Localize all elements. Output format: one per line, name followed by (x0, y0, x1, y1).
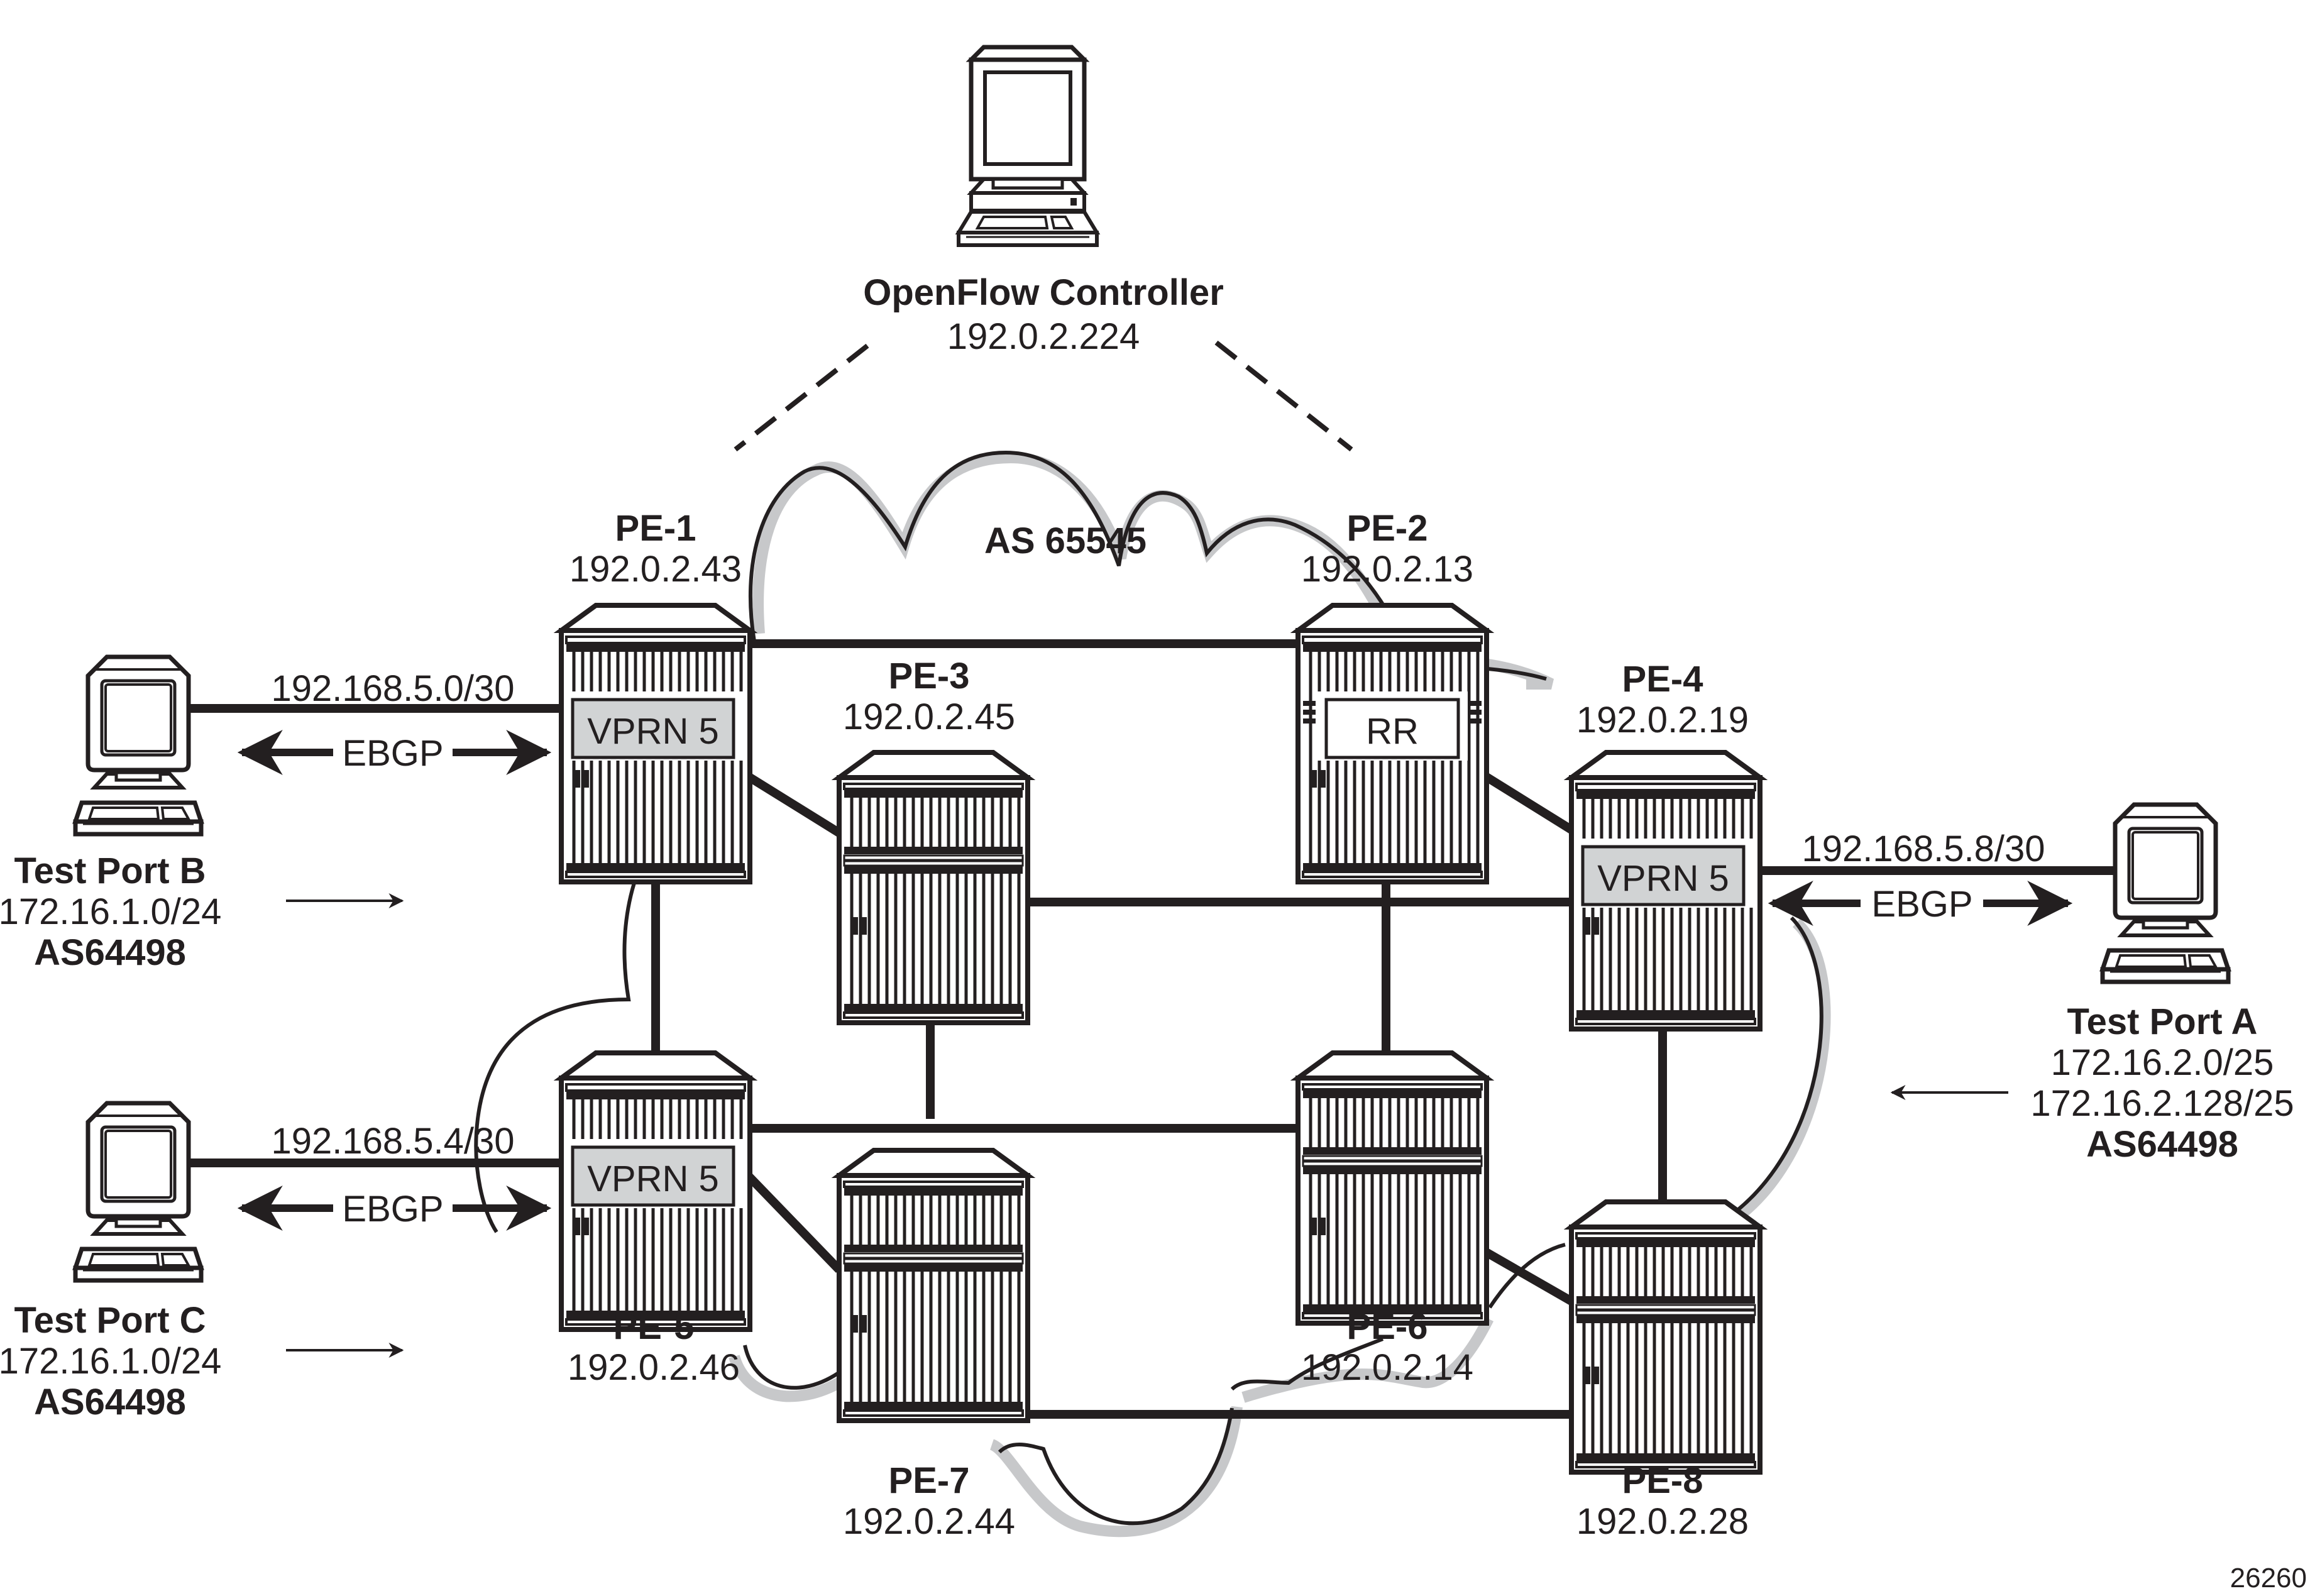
badge-label: VPRN 5 (587, 711, 719, 752)
router-ip-pe1: 192.0.2.43 (569, 549, 742, 590)
router-pe1[interactable]: VPRN 5 (561, 605, 750, 882)
cloud-label: AS 65545 (984, 520, 1147, 561)
router-pe6[interactable] (1298, 1053, 1487, 1323)
router-ip-pe4: 192.0.2.19 (1576, 700, 1749, 740)
router-ip-pe5: 192.0.2.46 (568, 1347, 740, 1388)
session-label: EBGP (1871, 884, 1972, 925)
workstation-icon (2103, 805, 2228, 982)
session-label: EBGP (342, 1189, 443, 1230)
controller-name: OpenFlow Controller (863, 272, 1224, 313)
router-name-pe2: PE-2 (1347, 508, 1428, 549)
vprn-badge (571, 698, 735, 759)
links (651, 639, 1667, 1419)
router-pe8[interactable] (1571, 1202, 1760, 1472)
test-port-as: AS64498 (2086, 1124, 2238, 1165)
router-name-pe5: PE-5 (613, 1306, 695, 1347)
link-pe2-pe4 (1476, 768, 1574, 834)
router-name-pe4: PE-4 (1622, 659, 1703, 700)
badge-label: RR (1366, 711, 1419, 752)
router-ip-pe3: 192.0.2.45 (843, 696, 1015, 737)
test-port-name: Test Port B (14, 850, 206, 891)
vprn-badge (1581, 845, 1746, 906)
router-ip-pe8: 192.0.2.28 (1576, 1501, 1749, 1542)
router-pe5[interactable]: VPRN 5 (561, 1053, 750, 1329)
desktop-computer-icon (959, 47, 1097, 245)
workstation-icon (75, 657, 201, 834)
router-pe7[interactable] (839, 1150, 1028, 1421)
cloud-outline (748, 450, 1416, 668)
test-port-as: AS64498 (34, 932, 186, 973)
subnet-label: 192.168.5.0/30 (271, 668, 514, 709)
figure-id: 26260 (2230, 1563, 2307, 1593)
badge-label: VPRN 5 (1597, 858, 1729, 899)
as-cloud (474, 450, 1831, 1538)
router-ip-pe2: 192.0.2.13 (1301, 549, 1473, 590)
vprn-badge (571, 1145, 735, 1207)
workstation-icon (75, 1103, 201, 1280)
rr-badge (1324, 698, 1460, 759)
openflow-controller[interactable]: OpenFlow Controller 192.0.2.224 (863, 47, 1224, 357)
test-port-b[interactable]: 192.168.5.0/30 EBGP Test Port B 172.16.1… (0, 657, 561, 973)
router-name-pe8: PE-8 (1622, 1460, 1703, 1501)
link-pe5-pe7 (744, 1172, 843, 1273)
router-pe4[interactable]: VPRN 5 (1571, 752, 1760, 1029)
router-pe3[interactable] (839, 752, 1028, 1023)
test-port-name: Test Port A (2067, 1001, 2258, 1042)
test-port-prefix-2: 172.16.2.128/25 (2030, 1083, 2294, 1124)
test-port-c[interactable]: 192.168.5.4/30 EBGP Test Port C 172.16.1… (0, 1103, 561, 1423)
controller-ip: 192.0.2.224 (947, 316, 1140, 357)
controller-link-right (1214, 340, 1353, 452)
link-pe6-pe8 (1476, 1243, 1574, 1306)
test-port-prefix: 172.16.1.0/24 (0, 1341, 221, 1382)
router-name-pe6: PE-6 (1347, 1306, 1428, 1347)
test-port-name: Test Port C (14, 1300, 206, 1341)
subnet-label: 192.168.5.8/30 (1801, 828, 2045, 869)
test-port-prefix: 172.16.1.0/24 (0, 891, 221, 932)
cloud-outline-bottom (743, 1243, 1566, 1526)
test-port-prefix-1: 172.16.2.0/25 (2051, 1042, 2274, 1083)
router-ip-pe6: 192.0.2.14 (1301, 1347, 1473, 1388)
link-pe1-pe3 (745, 773, 842, 837)
router-name-pe3: PE-3 (889, 656, 970, 696)
controller-link-left (734, 343, 869, 452)
badge-label: VPRN 5 (587, 1158, 719, 1199)
test-port-as: AS64498 (34, 1382, 186, 1423)
subnet-label: 192.168.5.4/30 (271, 1121, 514, 1162)
router-name-pe1: PE-1 (615, 508, 696, 549)
router-pe2[interactable]: RR (1298, 605, 1487, 882)
router-name-pe7: PE-7 (889, 1460, 970, 1501)
cloud-outline-left (474, 841, 656, 1233)
session-label: EBGP (342, 733, 443, 774)
test-port-a[interactable]: 192.168.5.8/30 EBGP Test Port A 172.16.2… (1760, 805, 2294, 1165)
router-ip-pe7: 192.0.2.44 (843, 1501, 1015, 1542)
